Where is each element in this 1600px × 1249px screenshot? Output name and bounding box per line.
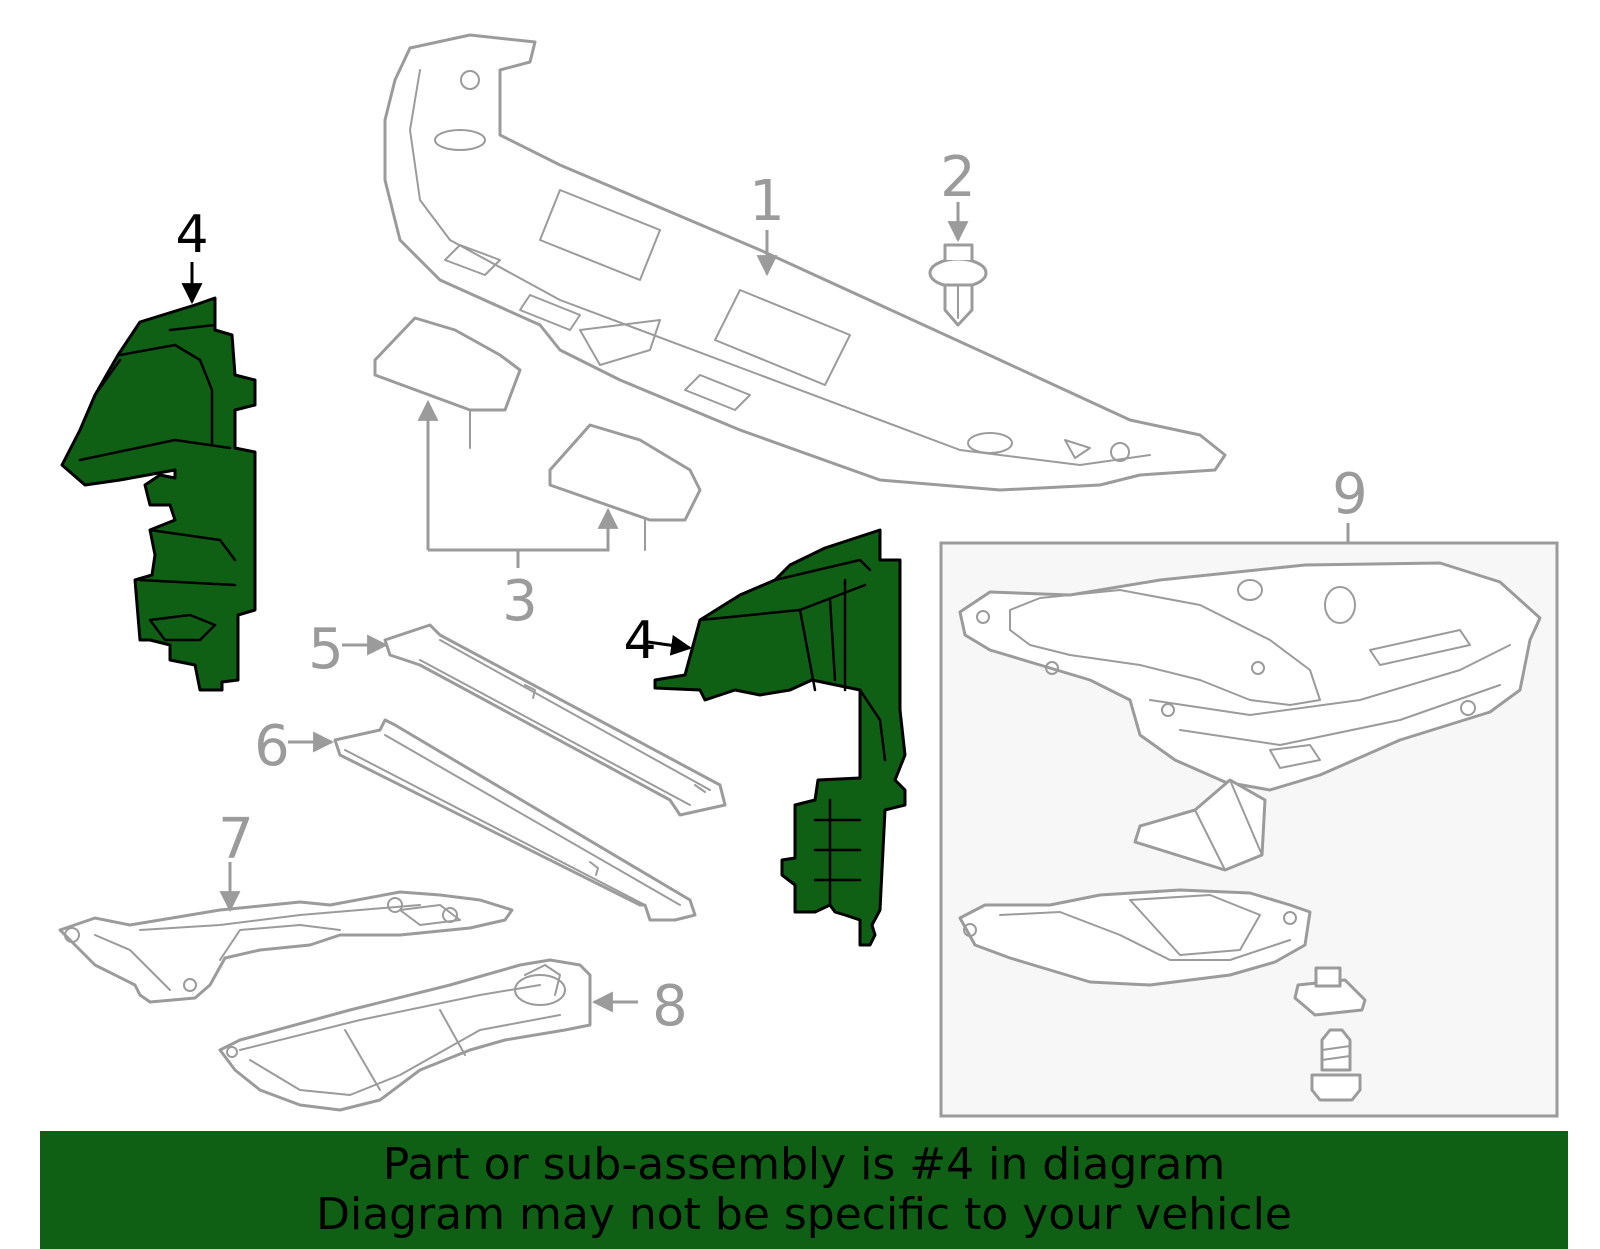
part-2-clip bbox=[928, 243, 988, 327]
notice-banner: Part or sub-assembly is #4 in diagram Di… bbox=[40, 1131, 1568, 1249]
part-9-assembly bbox=[939, 541, 1559, 1118]
part-6-seal bbox=[333, 718, 697, 922]
leader-3b bbox=[428, 507, 619, 552]
part-4-center-air-guide bbox=[653, 528, 907, 947]
part-3-covers bbox=[373, 316, 702, 551]
callout-3: 3 bbox=[502, 569, 538, 634]
banner-line-disclaimer: Diagram may not be specific to your vehi… bbox=[316, 1189, 1292, 1240]
callout-6: 6 bbox=[254, 714, 290, 779]
leader-4-center bbox=[647, 634, 693, 656]
callout-4-center: 4 bbox=[623, 611, 656, 671]
callout-4-left: 4 bbox=[175, 205, 208, 265]
part-8-under-cover bbox=[218, 958, 592, 1112]
callout-5: 5 bbox=[308, 617, 344, 682]
part-5-seal bbox=[383, 623, 727, 817]
callout-8: 8 bbox=[652, 974, 688, 1039]
callout-2: 2 bbox=[940, 145, 976, 210]
part-1-upper-cover bbox=[383, 33, 1227, 492]
callout-9: 9 bbox=[1332, 462, 1368, 527]
part-7-splash-shield bbox=[58, 890, 514, 1004]
part-4-left-air-guide bbox=[60, 296, 257, 692]
banner-line-part: Part or sub-assembly is #4 in diagram bbox=[382, 1139, 1226, 1190]
callout-7: 7 bbox=[218, 807, 254, 872]
callout-1: 1 bbox=[749, 169, 785, 234]
